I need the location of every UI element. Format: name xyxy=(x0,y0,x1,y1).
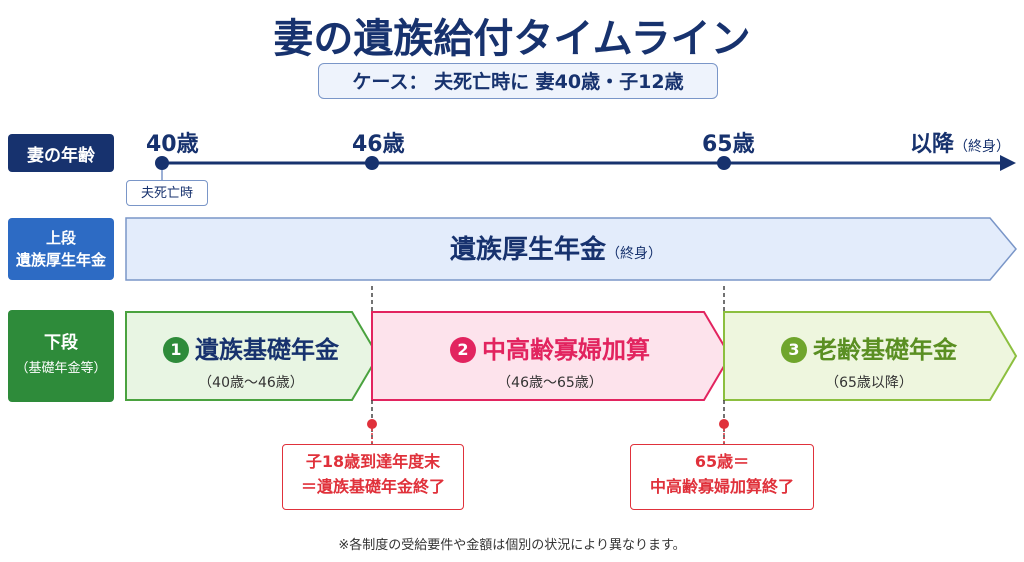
tick-label-46: 46歳 xyxy=(352,132,405,157)
upper-band-arrow xyxy=(125,217,1017,281)
segment-3-name: 老齢基礎年金 xyxy=(813,336,957,364)
page-title: 妻の遺族給付タイムライン xyxy=(273,16,751,62)
segment-1-name: 遺族基礎年金 xyxy=(195,336,339,364)
segment-1-number: 1 xyxy=(163,337,189,363)
label-upper-line2: 遺族厚生年金 xyxy=(15,251,106,269)
note-age-65-line1: 65歳＝ xyxy=(694,452,750,471)
age-axis-arrowhead xyxy=(1000,155,1016,171)
case-box: ケース： 夫死亡時に 妻40歳・子12歳 xyxy=(318,63,718,99)
tick-label-end-text: 以降 xyxy=(910,132,955,157)
upper-band-name: 遺族厚生年金 xyxy=(449,235,606,265)
note-age-65-line2: 中高齢寡婦加算終了 xyxy=(649,477,794,496)
tick-label-65: 65歳 xyxy=(702,132,755,157)
segment-2-range: （46歳～65歳） xyxy=(497,375,603,391)
tick-label-end: 以降（終身） xyxy=(910,126,1010,158)
label-wife-age-text: 妻の年齢 xyxy=(27,145,95,166)
label-lower-line1: 下段 xyxy=(44,333,78,353)
note-child-18-line1: 子18歳到達年度末 xyxy=(305,452,441,471)
segment-1-arrow xyxy=(125,311,380,401)
label-upper-tier: 上段 遺族厚生年金 xyxy=(8,218,114,280)
label-lower-tier: 下段 （基礎年金等） xyxy=(8,310,114,402)
segment-2-arrow xyxy=(371,311,732,401)
tick-label-end-note: （終身） xyxy=(954,139,1011,155)
segment-3-arrow xyxy=(723,311,1018,401)
footer-note: ※各制度の受給要件や金額は個別の状況により異なります。 xyxy=(338,538,686,553)
tick-dot-65 xyxy=(717,156,731,170)
marker-dot-46 xyxy=(367,419,377,429)
label-lower-line2: （基礎年金等） xyxy=(15,361,107,376)
label-wife-age: 妻の年齢 xyxy=(8,134,114,172)
note-child-18-line2: ＝遺族基礎年金終了 xyxy=(300,477,445,496)
note-child-18: 子18歳到達年度末 ＝遺族基礎年金終了 xyxy=(282,444,464,510)
upper-band-label: 遺族厚生年金（終身） xyxy=(126,228,986,276)
label-upper-line1: 上段 xyxy=(45,229,76,247)
marker-dot-65 xyxy=(719,419,729,429)
note-age-65: 65歳＝ 中高齢寡婦加算終了 xyxy=(630,444,814,510)
segment-3-range: （65歳以降） xyxy=(825,375,913,391)
segment-2-name: 中高齢寡婦加算 xyxy=(482,336,650,364)
tick-label-40: 40歳 xyxy=(146,132,199,157)
tick-dot-46 xyxy=(365,156,379,170)
segment-1-range: （40歳～46歳） xyxy=(198,375,304,391)
tick-dot-40 xyxy=(155,156,169,170)
upper-band-note: （終身） xyxy=(606,246,662,262)
death-label-box: 夫死亡時 xyxy=(126,180,208,206)
segment-3-number: 3 xyxy=(781,337,807,363)
segment-2-number: 2 xyxy=(450,337,476,363)
